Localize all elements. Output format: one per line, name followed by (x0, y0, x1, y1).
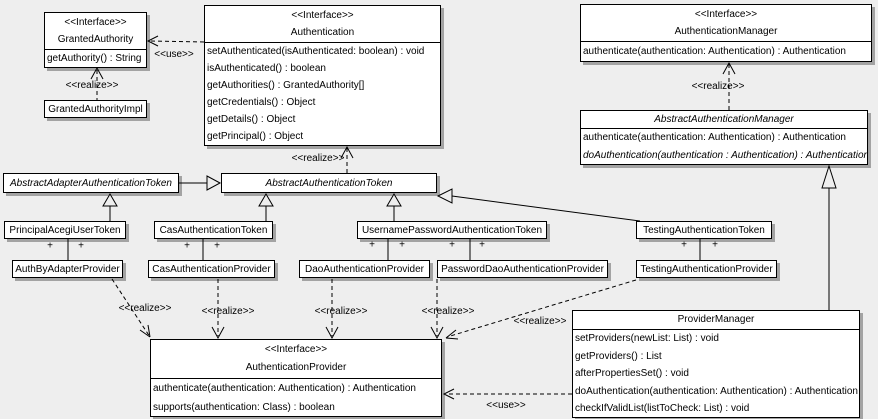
use-arrow-provider-manager-to-authentication-provider (442, 388, 572, 400)
method: supports(authentication: Class) : boolea… (153, 402, 335, 413)
class-name: AuthenticationManager (674, 26, 778, 37)
method: authenticate(authentication: Authenticat… (153, 383, 416, 394)
class-authentication[interactable]: <<Interface>> Authentication setAuthenti… (204, 5, 441, 146)
class-name: AbstractAdapterAuthenticationToken (10, 177, 172, 189)
class-name: PrincipalAcegiUserToken (9, 224, 121, 236)
class-header: <<Interface>> AuthenticationManager (581, 5, 871, 41)
class-cas-authentication-token[interactable]: CasAuthenticationToken (154, 221, 273, 239)
realize-label-testing: <<realize>> (513, 316, 567, 327)
assoc-plus: + (479, 239, 485, 251)
class-name: ProviderManager (677, 314, 755, 325)
class-auth-by-adapter-provider[interactable]: AuthByAdapterProvider (12, 260, 123, 278)
method-compartment: authenticate(authentication: Authenticat… (151, 378, 441, 416)
assoc-plus: + (369, 239, 375, 251)
class-name: TestingAuthenticationProvider (640, 263, 773, 275)
class-cas-authentication-provider[interactable]: CasAuthenticationProvider (148, 260, 275, 278)
class-provider-manager[interactable]: ProviderManager setProviders(newList: Li… (572, 310, 860, 418)
class-name: CasAuthenticationProvider (152, 263, 271, 275)
generalization-cas-authentication-token (258, 193, 274, 221)
class-name: PasswordDaoAuthenticationProvider (441, 263, 604, 275)
method: doAuthentication(authentication: Authent… (575, 385, 858, 397)
assoc-plus: + (681, 239, 687, 251)
class-abstract-authentication-manager[interactable]: AbstractAuthenticationManager authentica… (580, 110, 868, 165)
generalization-username-password-token (386, 193, 402, 221)
stereotype: <<Interface>> (694, 9, 758, 20)
generalization-principal-acegi-user-token (102, 193, 118, 221)
class-header: <<Interface>> Authentication (205, 6, 440, 42)
method: checkIfValidList(listToCheck: List) : vo… (575, 403, 750, 415)
method: getPrincipal() : Object (207, 131, 304, 142)
generalization-testing-authentication-token (436, 188, 641, 222)
class-testing-authentication-provider[interactable]: TestingAuthenticationProvider (636, 260, 777, 278)
method: authenticate(authentication: Authenticat… (583, 132, 846, 143)
method: setAuthenticated(isAuthenticated: boolea… (207, 46, 425, 57)
class-authentication-manager[interactable]: <<Interface>> AuthenticationManager auth… (580, 4, 872, 62)
generalization-adapter-token (179, 175, 222, 191)
class-name: AuthenticationProvider (245, 362, 347, 373)
method: getAuthorities() : GrantedAuthority[] (207, 80, 365, 91)
class-header: <<Interface>> AuthenticationProvider (151, 340, 441, 378)
realize-label-passworddao: <<realize>> (421, 306, 475, 317)
assoc-plus: + (78, 240, 84, 252)
method: getCredentials() : Object (207, 97, 316, 108)
class-name: UsernamePasswordAuthenticationToken (361, 224, 543, 236)
class-password-dao-authentication-provider[interactable]: PasswordDaoAuthenticationProvider (437, 260, 608, 278)
class-granted-authority-impl[interactable]: GrantedAuthorityImpl (44, 100, 147, 118)
method-compartment: authenticate(authentication: Authenticat… (581, 41, 871, 61)
class-header: <<Interface>> GrantedAuthority (45, 13, 146, 49)
class-abstract-adapter-authentication-token[interactable]: AbstractAdapterAuthenticationToken (3, 173, 179, 193)
class-name: AbstractAuthenticationToken (265, 177, 393, 189)
method: isAuthenticated() : boolean (207, 63, 326, 74)
method: getDetails() : Object (207, 114, 296, 125)
assoc-plus: + (399, 239, 405, 251)
class-header: AbstractAuthenticationManager (581, 111, 867, 128)
use-arrow-authentication-to-granted-authority (146, 35, 205, 47)
assoc-plus: + (712, 239, 718, 251)
realize-label-granted: <<realize>> (65, 80, 119, 91)
stereotype: <<Interface>> (264, 344, 328, 355)
class-name: CasAuthenticationToken (159, 224, 268, 236)
class-name: GrantedAuthorityImpl (48, 103, 143, 115)
class-name: AuthByAdapterProvider (15, 263, 120, 275)
realize-label-authby: <<realize>> (118, 303, 172, 314)
method-compartment: authenticate(authentication: Authenticat… (581, 128, 867, 164)
assoc-plus: + (47, 240, 53, 252)
realize-label-dao: <<realize>> (314, 306, 368, 317)
class-granted-authority[interactable]: <<Interface>> GrantedAuthority getAuthor… (44, 12, 147, 68)
class-name: GrantedAuthority (57, 34, 134, 45)
class-abstract-authentication-token[interactable]: AbstractAuthenticationToken (221, 173, 437, 193)
assoc-plus: + (214, 240, 220, 252)
assoc-plus: + (449, 239, 455, 251)
method-compartment: setProviders(newList: List) : void getPr… (573, 329, 859, 417)
class-testing-authentication-token[interactable]: TestingAuthenticationToken (636, 221, 772, 239)
class-header: ProviderManager (573, 311, 859, 329)
class-dao-authentication-provider[interactable]: DaoAuthenticationProvider (299, 260, 430, 278)
assoc-plus: + (184, 240, 190, 252)
method-compartment: setAuthenticated(isAuthenticated: boolea… (205, 42, 440, 145)
stereotype: <<Interface>> (64, 17, 127, 28)
stereotype: <<Interface>> (291, 10, 354, 21)
use-label-bottom: <<use>> (486, 400, 526, 411)
class-name: DaoAuthenticationProvider (305, 263, 424, 275)
realize-label-manager: <<realize>> (691, 81, 745, 92)
method: getProviders() : List (575, 350, 662, 362)
method: getAuthority() : String (47, 53, 142, 64)
method: doAuthentication(authentication : Authen… (583, 150, 867, 161)
class-authentication-provider[interactable]: <<Interface>> AuthenticationProvider aut… (150, 339, 442, 417)
class-username-password-authentication-token[interactable]: UsernamePasswordAuthenticationToken (357, 221, 547, 239)
class-name: TestingAuthenticationToken (643, 224, 765, 236)
use-label-top: <<use>> (154, 49, 194, 60)
method: authenticate(authentication: Authenticat… (583, 46, 846, 57)
generalization-provider-manager (821, 164, 837, 310)
method: afterPropertiesSet() : void (575, 368, 689, 380)
class-principal-acegi-user-token[interactable]: PrincipalAcegiUserToken (4, 221, 126, 239)
method: setProviders(newList: List) : void (575, 333, 719, 344)
method-compartment: getAuthority() : String (45, 49, 146, 67)
realize-label-cas: <<realize>> (201, 306, 255, 317)
class-name: AbstractAuthenticationManager (654, 114, 794, 125)
class-name: Authentication (290, 27, 355, 38)
realize-label-token: <<realize>> (291, 153, 345, 164)
